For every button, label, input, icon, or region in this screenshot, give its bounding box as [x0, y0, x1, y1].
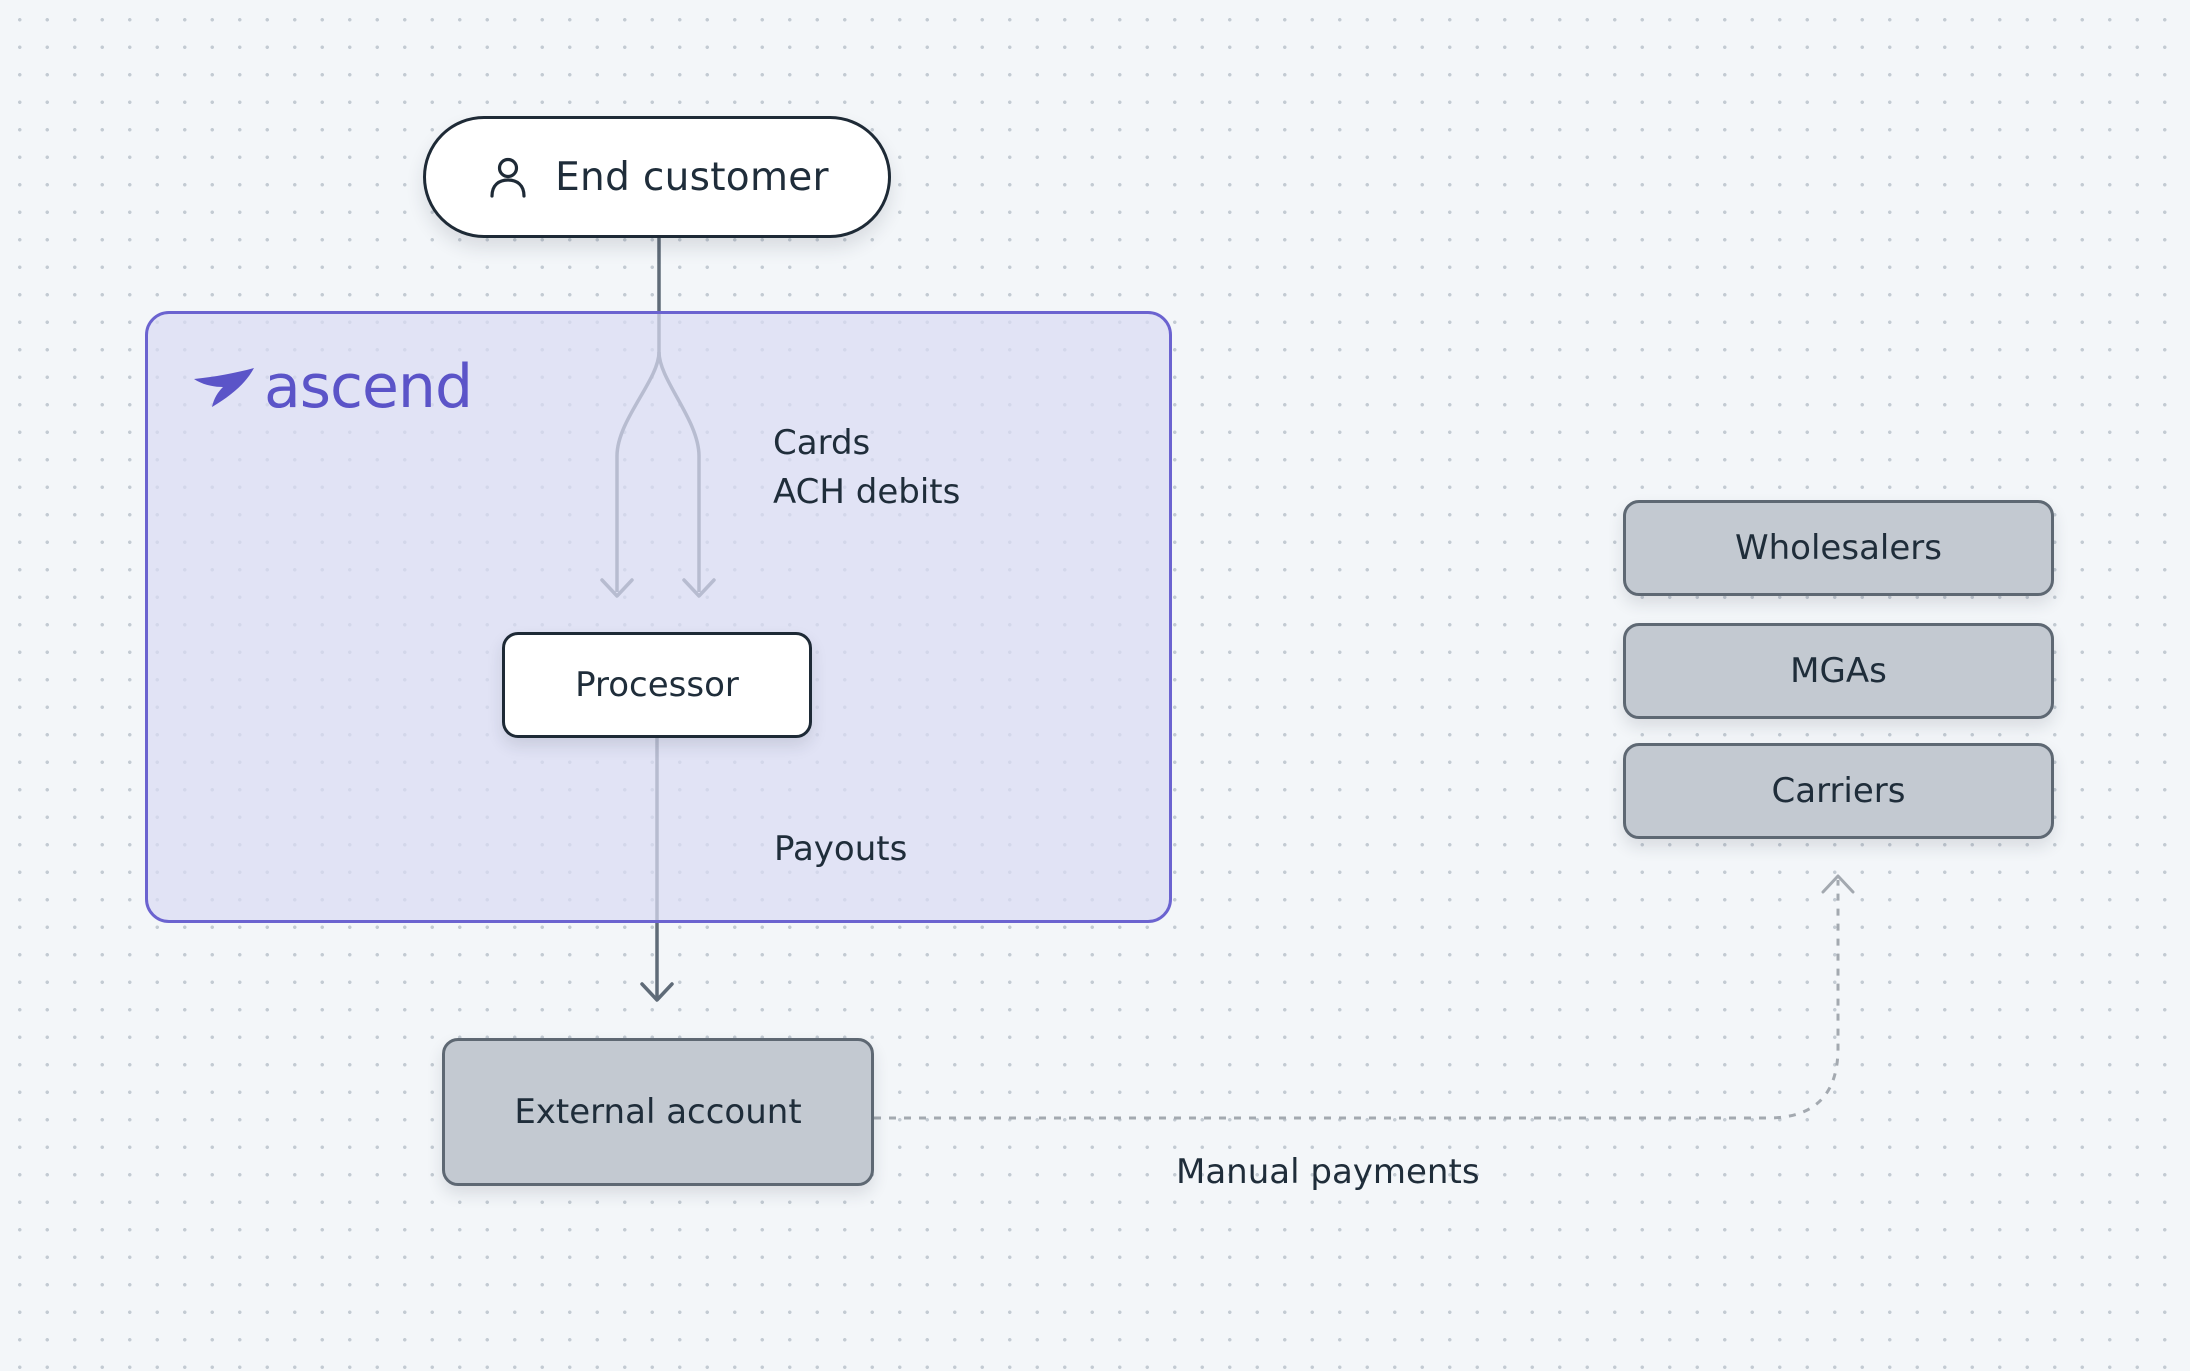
end-customer-label: End customer — [555, 154, 829, 200]
manual-payments-label: Manual payments — [1176, 1152, 1480, 1192]
brand-name: ascend — [264, 352, 473, 422]
ascend-wing-logo — [194, 368, 254, 407]
external-account-node[interactable]: External account — [442, 1038, 874, 1186]
manual-payments-connector — [874, 880, 1840, 1120]
external-account-label: External account — [514, 1092, 802, 1132]
mgas-node[interactable]: MGAs — [1623, 623, 2054, 719]
carriers-node[interactable]: Carriers — [1623, 743, 2054, 839]
ascend-platform-region — [145, 311, 1172, 923]
cards-label: Cards — [773, 423, 871, 463]
person-icon — [490, 157, 526, 198]
manual-payments-arrowhead — [1821, 874, 1855, 894]
mgas-label: MGAs — [1790, 651, 1887, 691]
wholesalers-node[interactable]: Wholesalers — [1623, 500, 2054, 596]
processor-node[interactable]: Processor — [502, 632, 812, 738]
processor-label: Processor — [575, 665, 739, 705]
payouts-arrowhead — [640, 982, 674, 1002]
payouts-label: Payouts — [774, 829, 908, 869]
wholesalers-label: Wholesalers — [1735, 528, 1942, 568]
end-customer-node[interactable]: End customer — [423, 116, 891, 238]
carriers-label: Carriers — [1771, 771, 1906, 811]
ach-debits-label: ACH debits — [773, 472, 961, 512]
ascend-logo: ascend — [192, 352, 473, 422]
